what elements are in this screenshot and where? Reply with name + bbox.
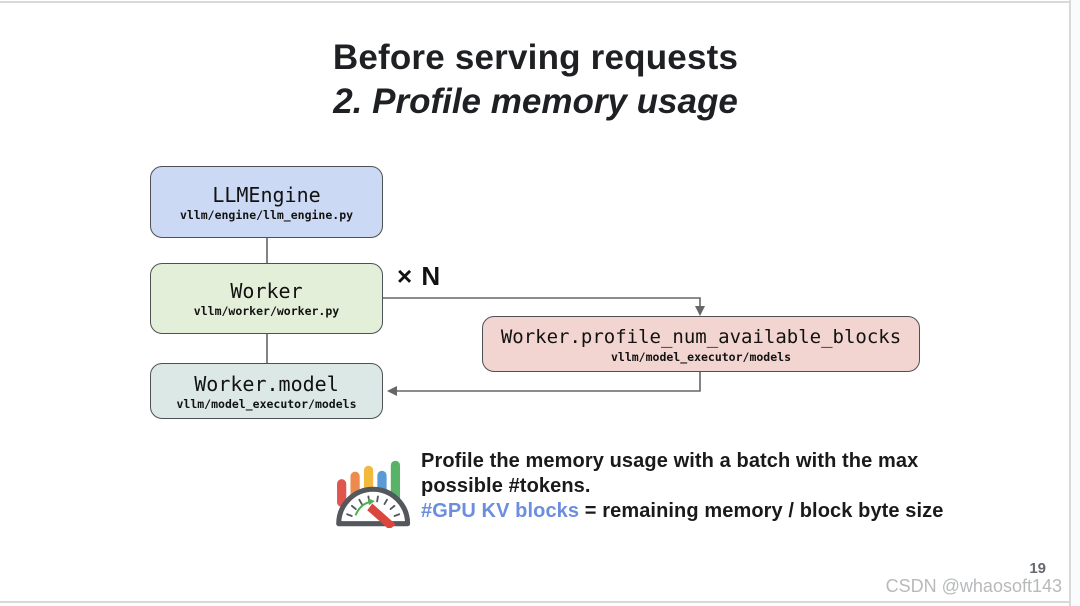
formula-rest: = remaining memory / block byte size — [579, 500, 944, 522]
slide-right-border — [1069, 0, 1071, 606]
node-sublabel: vllm/worker/worker.py — [193, 304, 340, 318]
note-formula: #GPU KV blocks = remaining memory / bloc… — [421, 499, 944, 524]
note-text: Profile the memory usage with a batch wi… — [421, 449, 944, 524]
performance-gauge-icon — [336, 460, 411, 528]
node-llmengine: LLMEngine vllm/engine/llm_engine.py — [150, 166, 383, 238]
node-sublabel: vllm/model_executor/models — [610, 349, 791, 364]
slide-bottom-border — [0, 601, 1080, 603]
page-number: 19 — [1029, 560, 1046, 577]
slide-title-block: Before serving requests 2. Profile memor… — [0, 36, 1071, 124]
arrowhead-down-icon — [695, 306, 705, 316]
slide-top-border — [0, 1, 1080, 3]
note-line-2: possible #tokens. — [421, 475, 591, 497]
node-label: LLMEngine — [212, 182, 321, 207]
node-worker-model: Worker.model vllm/model_executor/models — [150, 363, 383, 419]
slide-subtitle: 2. Profile memory usage — [333, 82, 738, 121]
connector-profile-workermodel — [395, 372, 701, 392]
node-profile-num-available-blocks: Worker.profile_num_available_blocks vllm… — [482, 316, 920, 372]
arrowhead-left-icon — [387, 386, 397, 396]
connector-worker-profile — [383, 297, 701, 308]
node-label: Worker.model — [194, 371, 339, 396]
node-worker: Worker vllm/worker/worker.py — [150, 263, 383, 334]
gpu-kv-blocks-highlight: #GPU KV blocks — [421, 500, 580, 522]
multiplier-label: × N — [397, 261, 442, 291]
watermark: CSDN @whaosoft143 — [885, 576, 1062, 596]
note-line-1: Profile the memory usage with a batch wi… — [421, 450, 919, 472]
node-label: Worker.profile_num_available_blocks — [500, 325, 902, 348]
slide-title: Before serving requests — [332, 38, 739, 77]
node-label: Worker — [230, 279, 303, 303]
node-sublabel: vllm/engine/llm_engine.py — [179, 207, 354, 222]
node-sublabel: vllm/model_executor/models — [176, 396, 357, 411]
viewer-right-strip — [1071, 0, 1080, 606]
